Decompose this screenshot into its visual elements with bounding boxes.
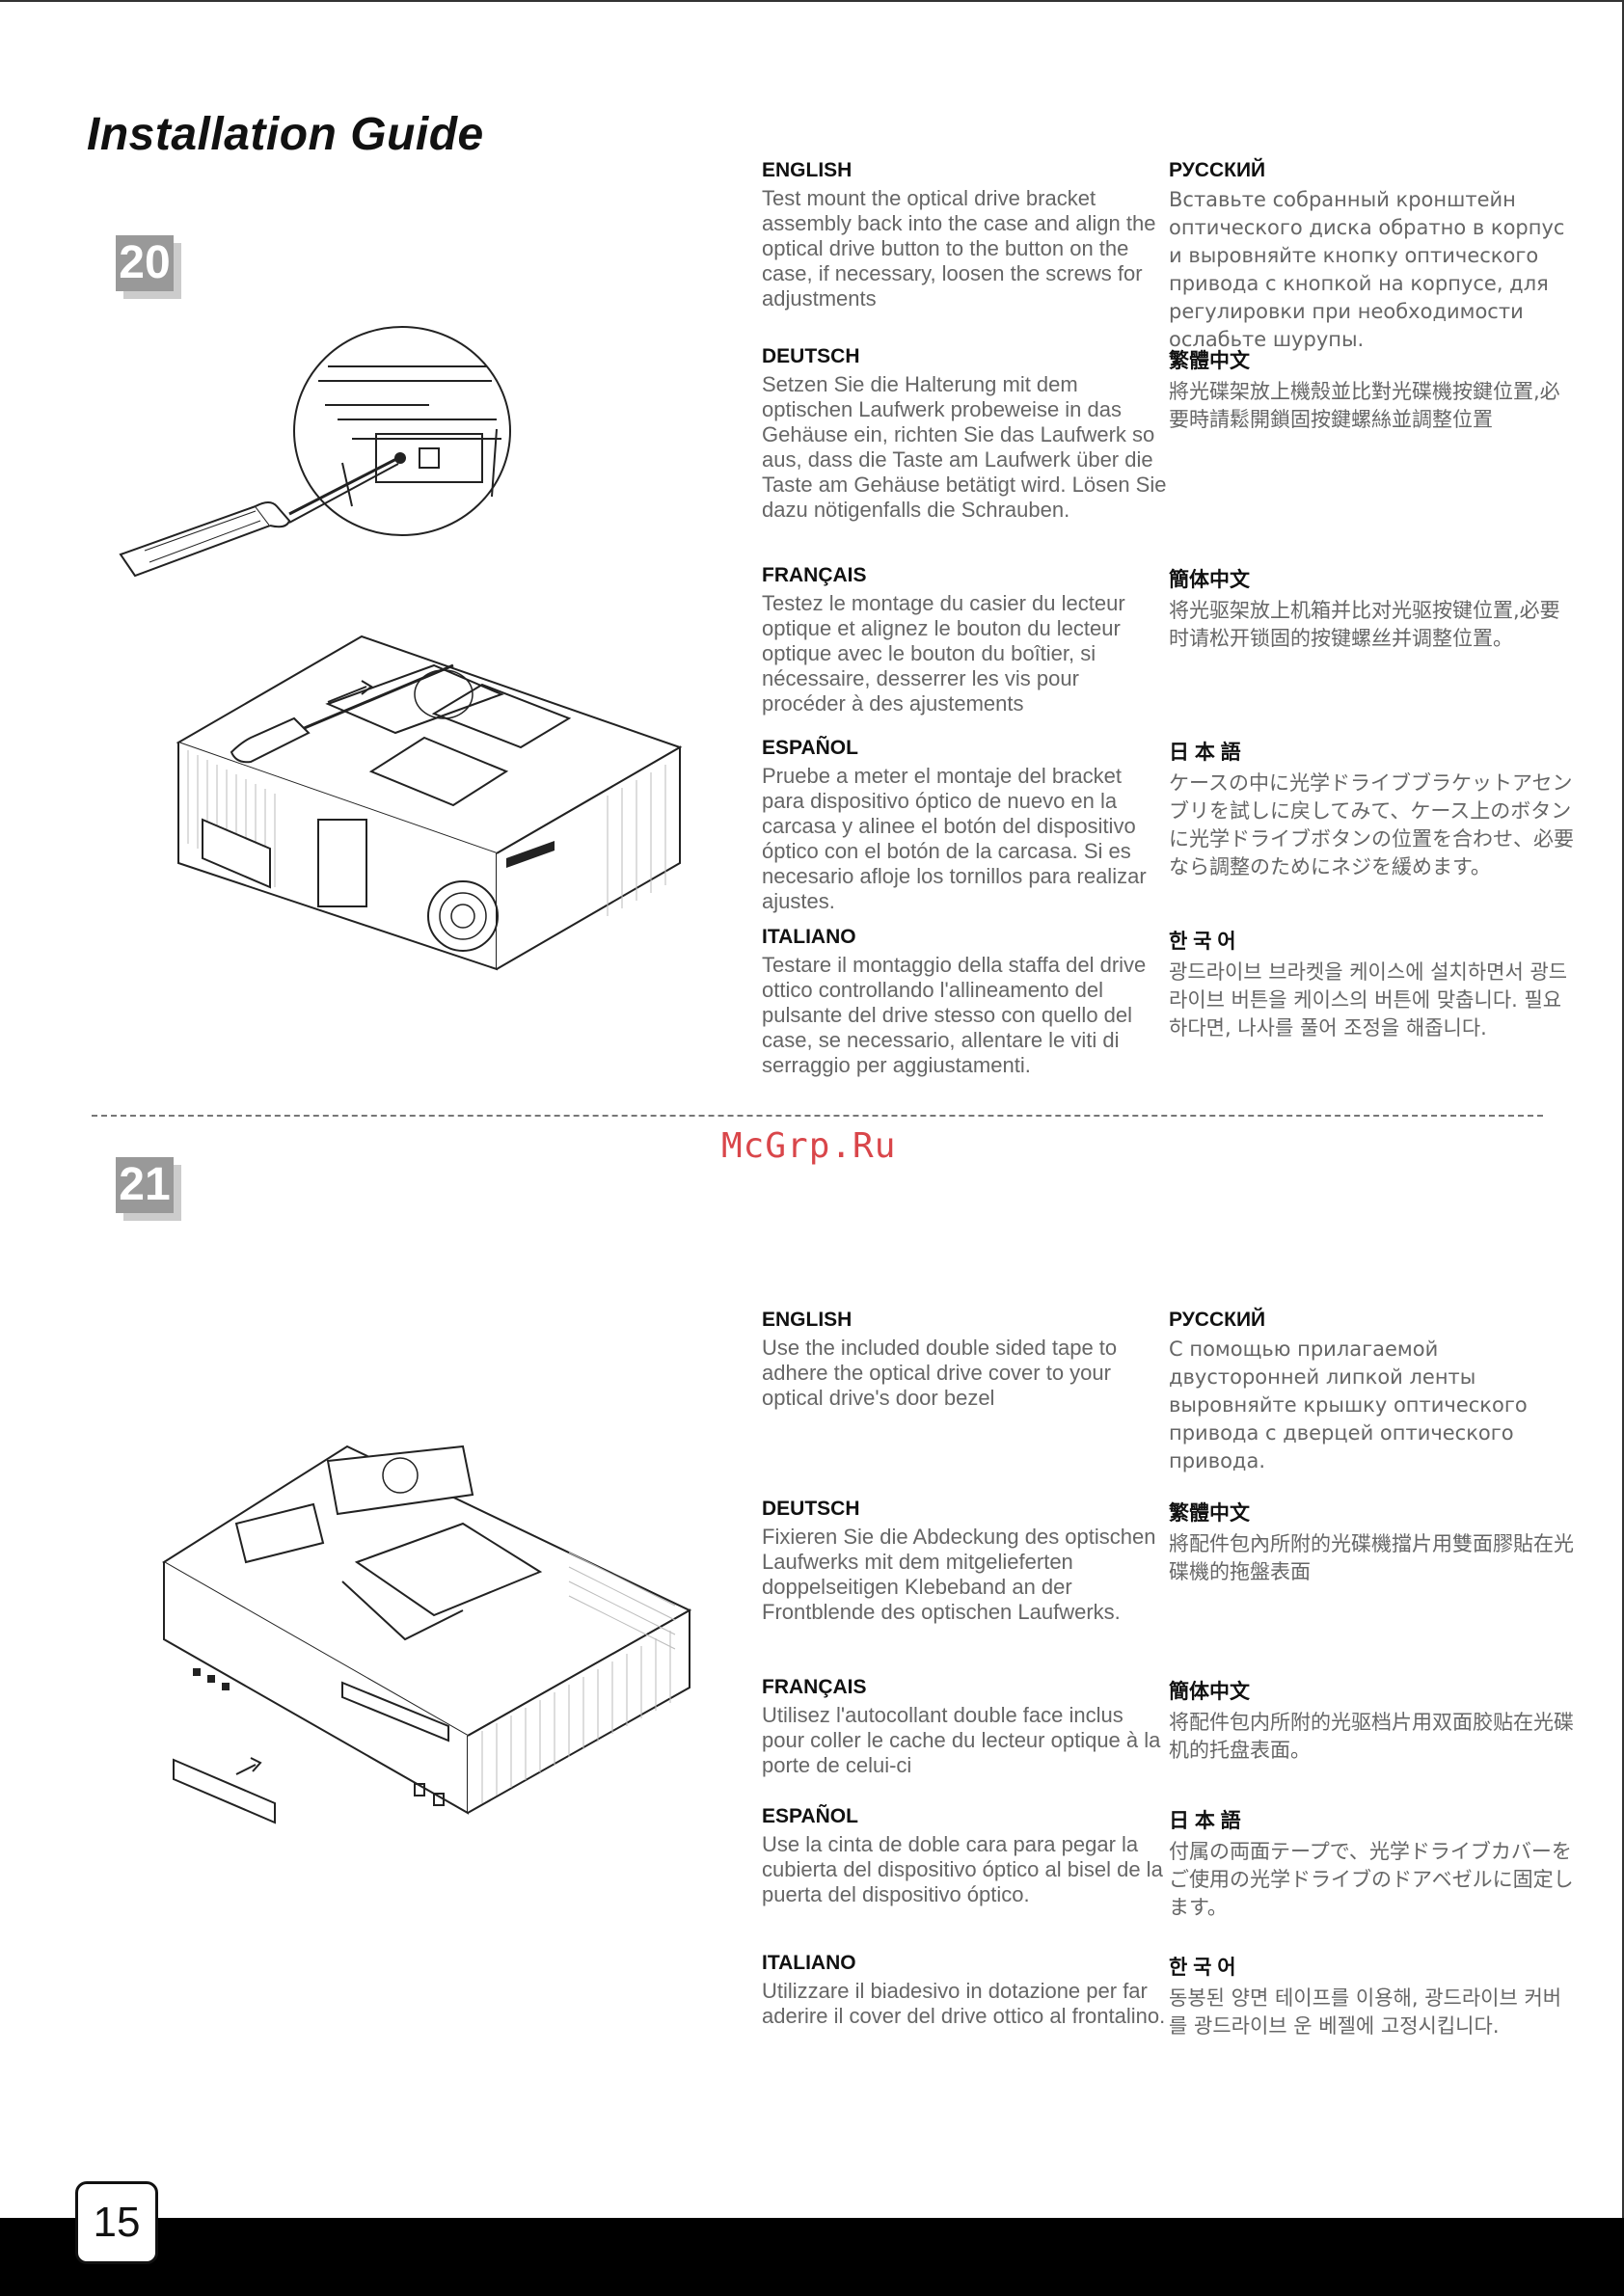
instruction-text: Fixieren Sie die Abdeckung des optischen…: [762, 1525, 1156, 1624]
instruction-text: Testez le montage du casier du lecteur o…: [762, 591, 1125, 716]
page-border-right: [1622, 0, 1624, 2218]
language-heading: 簡体中文: [1169, 1681, 1250, 1703]
instruction-block: РУССКИЙ Вставьте собранный кронштейн опт…: [1169, 159, 1574, 354]
case-assembly-illustration: [176, 635, 683, 971]
instruction-block: DEUTSCH Fixieren Sie die Abdeckung des o…: [762, 1498, 1167, 1625]
language-heading: ITALIANO: [762, 1952, 856, 1974]
instruction-text: 동봉된 양면 테이프를 이용해, 광드라이브 커버를 광드라이브 운 베젤에 고…: [1169, 1986, 1562, 2038]
language-heading: FRANÇAIS: [762, 1676, 867, 1698]
instruction-text: 將配件包內所附的光碟機擋片用雙面膠貼在光碟機的拖盤表面: [1169, 1532, 1574, 1583]
language-heading: ENGLISH: [762, 159, 853, 181]
instruction-block: 簡体中文 将配件包内所附的光驱档片用双面胶贴在光碟机的托盘表面。: [1169, 1676, 1574, 1765]
instruction-text: Utilisez l'autocollant double face inclu…: [762, 1703, 1161, 1777]
instruction-text: Вставьте собранный кронштейн оптического…: [1169, 188, 1565, 351]
language-heading: 日 本 語: [1169, 742, 1241, 764]
language-heading: 한 국 어: [1169, 931, 1236, 953]
language-heading: ESPAÑOL: [762, 737, 858, 759]
instruction-block: 한 국 어 광드라이브 브라켓을 케이스에 설치하면서 광드라이브 버튼을 케이…: [1169, 926, 1574, 1042]
instruction-text: С помощью прилагаемой двусторонней липко…: [1169, 1337, 1528, 1472]
language-heading: ESPAÑOL: [762, 1805, 858, 1827]
instruction-block: ENGLISH Test mount the optical drive bra…: [762, 159, 1167, 311]
page-border-top: [0, 0, 1624, 2]
instruction-block: ENGLISH Use the included double sided ta…: [762, 1309, 1167, 1411]
instruction-text: 광드라이브 브라켓을 케이스에 설치하면서 광드라이브 버튼을 케이스의 버튼에…: [1169, 960, 1568, 1040]
language-heading: DEUTSCH: [762, 345, 860, 367]
page-number: 15: [75, 2181, 158, 2264]
watermark: McGrp.Ru: [721, 1126, 897, 1166]
instruction-block: 簡体中文 将光驱架放上机箱并比对光驱按键位置,必要时请松开锁固的按键螺丝并调整位…: [1169, 564, 1574, 653]
instruction-block: ITALIANO Testare il montaggio della staf…: [762, 926, 1167, 1078]
instruction-text: Use the included double sided tape to ad…: [762, 1336, 1118, 1410]
instruction-block: DEUTSCH Setzen Sie die Halterung mit dem…: [762, 345, 1167, 523]
instruction-block: 繁體中文 將配件包內所附的光碟機擋片用雙面膠貼在光碟機的拖盤表面: [1169, 1498, 1574, 1586]
instruction-block: ESPAÑOL Use la cinta de doble cara para …: [762, 1805, 1167, 1907]
footer-band: [0, 2218, 1624, 2296]
language-heading: ITALIANO: [762, 926, 856, 948]
instruction-block: 日 本 語 付属の両面テープで、光学ドライブカバーをご使用の光学ドライブのドアベ…: [1169, 1805, 1574, 1922]
language-heading: 한 국 어: [1169, 1957, 1236, 1979]
page-title: Installation Guide: [87, 109, 484, 160]
language-heading: FRANÇAIS: [762, 564, 867, 586]
instruction-text: Test mount the optical drive bracket ass…: [762, 186, 1156, 311]
instruction-block: ESPAÑOL Pruebe a meter el montaje del br…: [762, 737, 1167, 914]
instruction-text: Pruebe a meter el montaje del bracket pa…: [762, 764, 1147, 913]
step-number-badge: 21: [116, 1157, 174, 1213]
instruction-text: 将光驱架放上机箱并比对光驱按键位置,必要时请松开锁固的按键螺丝并调整位置。: [1169, 599, 1560, 650]
language-heading: ENGLISH: [762, 1309, 853, 1331]
instruction-block: FRANÇAIS Testez le montage du casier du …: [762, 564, 1167, 716]
section-divider: [92, 1115, 1543, 1117]
language-heading: 日 本 語: [1169, 1810, 1241, 1832]
instruction-text: ケースの中に光学ドライブブラケットアセンブリを試しに戻してみて、ケース上のボタン…: [1169, 771, 1574, 878]
language-heading: РУССКИЙ: [1169, 1309, 1266, 1331]
instruction-block: FRANÇAIS Utilisez l'autocollant double f…: [762, 1676, 1167, 1778]
step-number-badge: 20: [116, 235, 174, 291]
zoom-detail-illustration: [119, 326, 511, 578]
instruction-block: 繁體中文 將光碟架放上機殼並比對光碟機按鍵位置,必要時請鬆開鎖固按鍵螺絲並調整位…: [1169, 345, 1574, 434]
case-cover-illustration: [162, 1445, 692, 1824]
language-heading: РУССКИЙ: [1169, 159, 1266, 181]
instruction-block: 日 本 語 ケースの中に光学ドライブブラケットアセンブリを試しに戻してみて、ケー…: [1169, 737, 1574, 881]
instruction-block: РУССКИЙ С помощью прилагаемой двусторонн…: [1169, 1309, 1574, 1475]
instruction-text: 付属の両面テープで、光学ドライブカバーをご使用の光学ドライブのドアベゼルに固定し…: [1169, 1840, 1574, 1919]
instruction-block: 한 국 어 동봉된 양면 테이프를 이용해, 광드라이브 커버를 광드라이브 운…: [1169, 1952, 1574, 2040]
instruction-text: Setzen Sie die Halterung mit dem optisch…: [762, 372, 1167, 522]
language-heading: 簡体中文: [1169, 569, 1250, 591]
instruction-text: Testare il montaggio della staffa del dr…: [762, 953, 1147, 1077]
instruction-text: Utilizzare il biadesivo in dotazione per…: [762, 1979, 1166, 2028]
instruction-block: ITALIANO Utilizzare il biadesivo in dota…: [762, 1952, 1167, 2029]
language-heading: 繁體中文: [1169, 350, 1250, 372]
instruction-text: 將光碟架放上機殼並比對光碟機按鍵位置,必要時請鬆開鎖固按鍵螺絲並調整位置: [1169, 380, 1560, 431]
language-heading: 繁體中文: [1169, 1502, 1250, 1525]
language-heading: DEUTSCH: [762, 1498, 860, 1520]
instruction-text: Use la cinta de doble cara para pegar la…: [762, 1832, 1163, 1906]
instruction-text: 将配件包内所附的光驱档片用双面胶贴在光碟机的托盘表面。: [1169, 1711, 1574, 1762]
